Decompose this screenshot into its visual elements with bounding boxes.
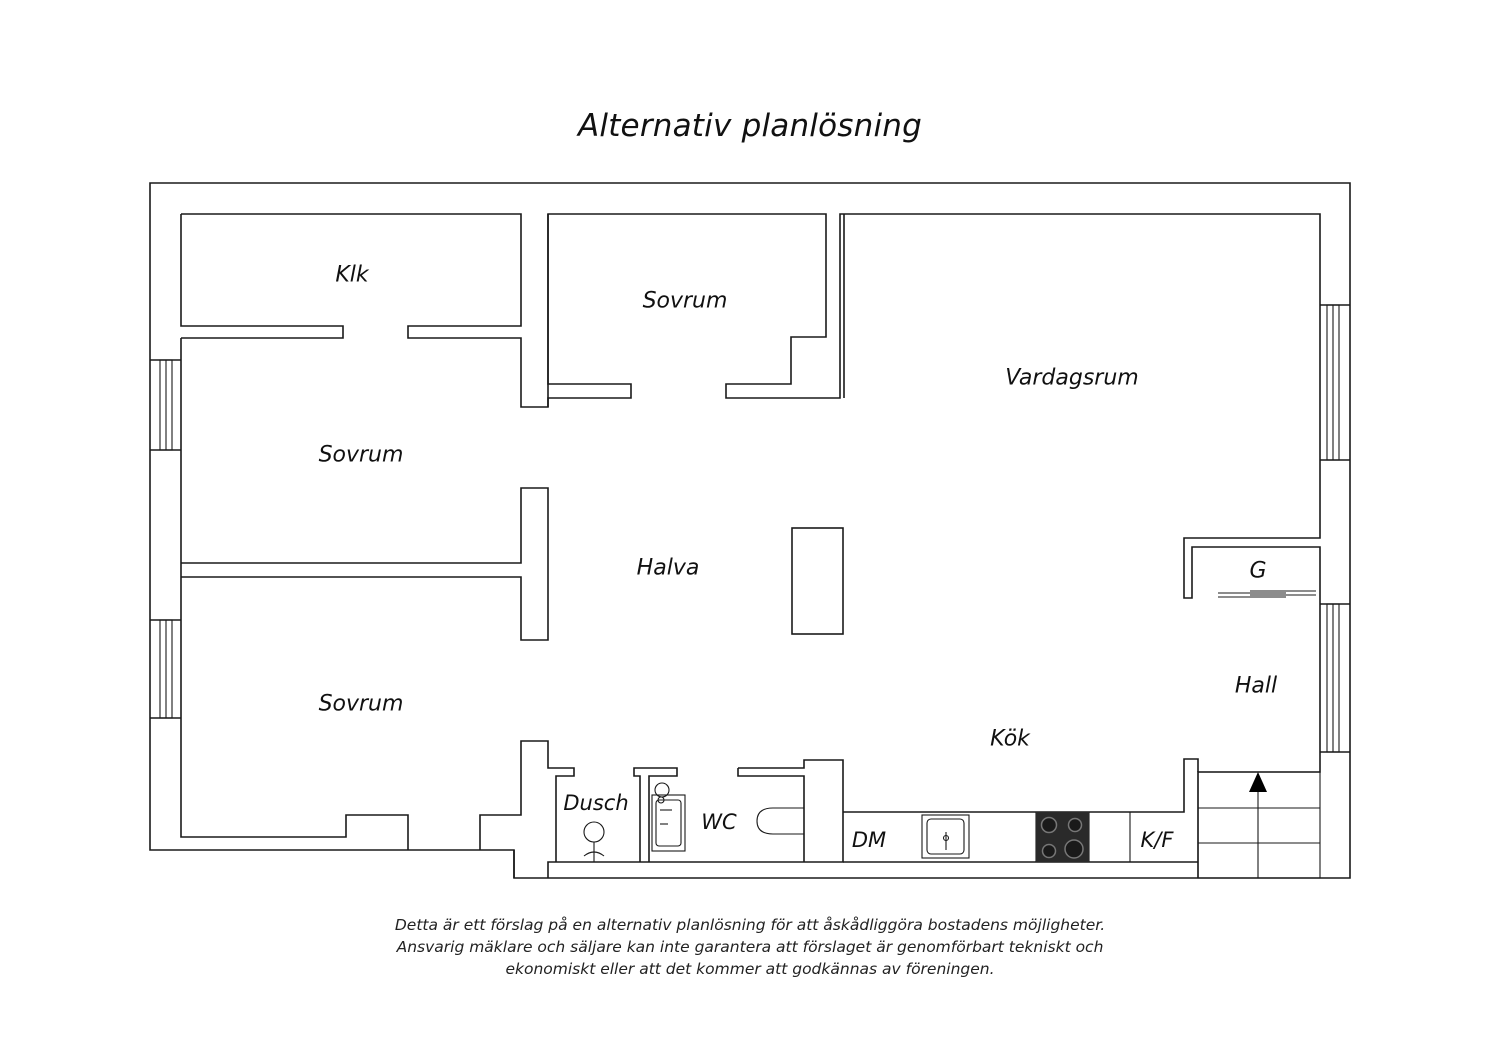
- entrance-arrow-icon: [1249, 772, 1267, 792]
- room-label-vardagsrum: Vardagsrum: [1005, 365, 1139, 391]
- disclaimer-line-2: Ansvarig mäklare och säljare kan inte ga…: [396, 938, 1104, 956]
- sink-icon: [921, 814, 970, 859]
- disclaimer-line-1: Detta är ett förslag på en alternativ pl…: [394, 916, 1106, 934]
- disclaimer: Detta är ett förslag på en alternativ pl…: [0, 914, 1500, 980]
- label-dm: DM: [851, 828, 887, 852]
- room-label-kok: Kök: [990, 726, 1030, 752]
- room-label-sovrum-left: Sovrum: [318, 442, 404, 468]
- room-label-wc: WC: [701, 810, 737, 834]
- sovrum-top-walls: [547, 214, 632, 407]
- window-icon: [150, 359, 181, 719]
- shower-icon: [583, 821, 605, 863]
- sink-icon: [651, 782, 686, 852]
- disclaimer-line-3: ekonomiskt eller att det kommer att godk…: [505, 960, 995, 978]
- sovrum-left-walls: [180, 338, 549, 850]
- room-label-dusch: Dusch: [563, 791, 629, 815]
- room-label-klk: Klk: [335, 262, 369, 288]
- room-label-hall: Hall: [1234, 673, 1278, 699]
- room-label-sovrum-bottom: Sovrum: [318, 691, 404, 717]
- g-door: [1218, 590, 1316, 598]
- room-label-sovrum-top: Sovrum: [642, 288, 728, 314]
- klk-walls: [181, 213, 844, 408]
- klk-left-wall: [180, 214, 344, 339]
- plan-title: Alternativ planlösning: [577, 108, 923, 144]
- room-label-halva: Halva: [636, 555, 700, 581]
- stove-icon: [1036, 812, 1089, 862]
- stairs: [1197, 771, 1321, 879]
- toilet-icon: [756, 807, 804, 835]
- room-label-g: G: [1249, 558, 1267, 584]
- vardagsrum-walls: [843, 213, 1350, 878]
- window-icon: [1326, 304, 1340, 753]
- label-kf: K/F: [1140, 828, 1174, 852]
- halva-pillar: [791, 527, 844, 635]
- outer-wall: [149, 182, 1351, 879]
- bathroom-walls: [479, 740, 1199, 878]
